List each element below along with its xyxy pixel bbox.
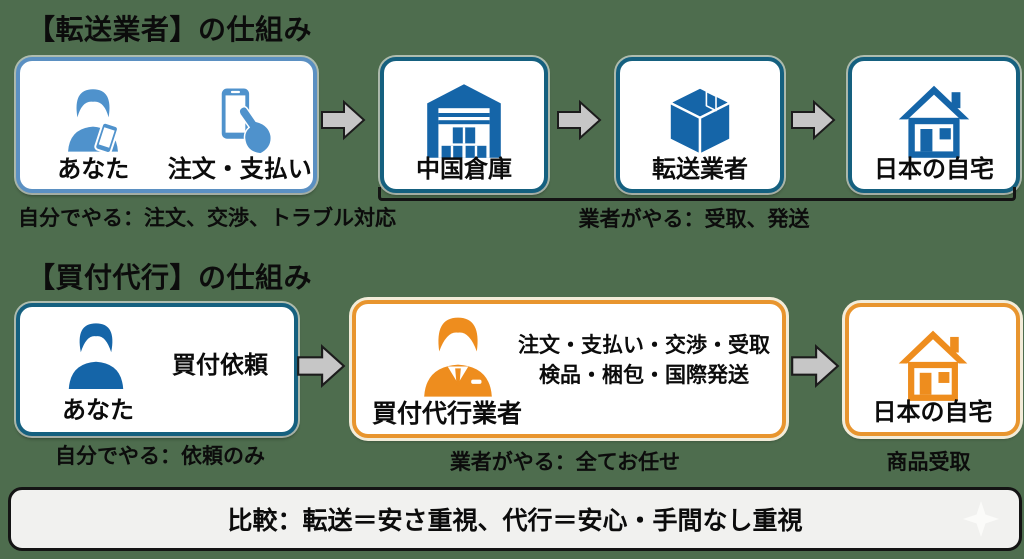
arrow-right-icon — [321, 99, 366, 141]
customer-with-phone-icon — [68, 88, 120, 154]
house-icon — [898, 330, 967, 401]
agency-home-box: 日本の自宅 — [845, 303, 1020, 436]
arrow-right-icon — [791, 343, 840, 389]
arrow-right-icon — [557, 99, 602, 141]
forwarding-section-title: 【転送業者】の仕組み — [27, 14, 313, 45]
agency-section-title: 【買付代行】の仕組み — [27, 262, 313, 293]
forwarding-agent-bracket — [378, 187, 1016, 201]
agency-you-label: あなた — [62, 396, 134, 424]
agency-you-box: あなた 買付依頼 — [16, 303, 298, 436]
forwarding-order-label: 注文・支払い — [167, 155, 312, 183]
agency-home-label: 日本の自宅 — [872, 398, 993, 426]
forwarding-forwarder-box: 転送業者 — [616, 57, 784, 193]
forwarding-forwarder-label: 転送業者 — [652, 155, 748, 183]
user-icon — [68, 323, 124, 389]
agency-agent-box: 買付代行業者 注文・支払い・交渉・受取 検品・梱包・国際発送 — [352, 300, 786, 438]
arrow-right-icon — [791, 99, 836, 141]
forwarding-home-label: 日本の自宅 — [874, 155, 994, 183]
agency-caption-self: 自分でやる：依頼のみ — [55, 445, 265, 468]
phone-tap-icon — [221, 88, 272, 155]
sparkle-icon — [963, 501, 999, 537]
agency-tasks-line2: 検品・梱包・国際発送 — [539, 364, 749, 388]
agent-person-icon — [424, 317, 492, 397]
forwarding-you-label: あなた — [57, 155, 130, 183]
agency-caption-receive: 商品受取 — [886, 451, 971, 474]
agency-tasks-line1: 注文・支払い・交渉・受取 — [518, 334, 770, 357]
forwarding-caption-self: 自分でやる：注文、交渉、トラブル対応 — [18, 207, 396, 230]
forwarding-warehouse-label: 中国倉庫 — [416, 155, 512, 183]
comparison-text: 比較：転送＝安さ重視、代行＝安心・手間なし重視 — [227, 507, 803, 535]
comparison-bar: 比較：転送＝安さ重視、代行＝安心・手間なし重視 — [8, 487, 1022, 551]
forwarding-warehouse-box: 中国倉庫 — [380, 57, 548, 193]
forwarding-you-box: あなた 注文・支払い — [16, 57, 317, 193]
warehouse-icon — [427, 83, 501, 158]
agency-agent-tasks: 注文・支払い・交渉・受取 検品・梱包・国際発送 — [518, 331, 770, 392]
forwarding-home-box: 日本の自宅 — [848, 57, 1020, 193]
package-box-icon — [668, 85, 732, 156]
agency-request-label: 買付依頼 — [172, 352, 268, 379]
agency-agent-label: 買付代行業者 — [372, 399, 523, 428]
forwarding-caption-agent: 業者がやる：受取、発送 — [578, 208, 810, 231]
agency-caption-agent: 業者がやる：全てお任せ — [449, 451, 681, 474]
arrow-right-icon — [297, 343, 346, 389]
house-icon — [898, 85, 970, 158]
